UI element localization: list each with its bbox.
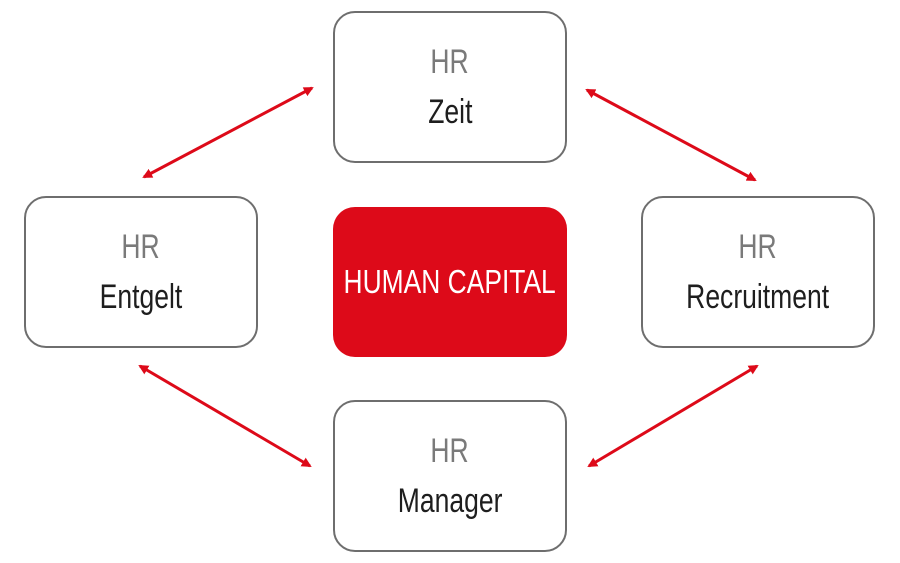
node-hr-zeit: HR Zeit xyxy=(333,11,567,163)
node-hr-manager: HR Manager xyxy=(333,400,567,552)
node-label: Manager xyxy=(397,482,503,520)
node-hr-entgelt: HR Entgelt xyxy=(24,196,258,348)
node-label: Entgelt xyxy=(99,278,183,316)
arrow-zeit-entgelt xyxy=(142,86,314,179)
node-prefix: HR xyxy=(430,43,470,81)
node-prefix: HR xyxy=(738,228,778,266)
center-label: HUMAN CAPITAL xyxy=(343,263,557,300)
node-label: Zeit xyxy=(427,93,473,131)
node-label: Recruitment xyxy=(686,278,830,316)
arrow-recruitment-manager xyxy=(587,364,759,468)
arrow-zeit-recruitment xyxy=(585,88,757,182)
center-human-capital: HUMAN CAPITAL xyxy=(333,207,567,357)
node-prefix: HR xyxy=(121,228,161,266)
arrow-entgelt-manager xyxy=(138,364,312,468)
node-hr-recruitment: HR Recruitment xyxy=(641,196,875,348)
node-prefix: HR xyxy=(430,432,470,470)
